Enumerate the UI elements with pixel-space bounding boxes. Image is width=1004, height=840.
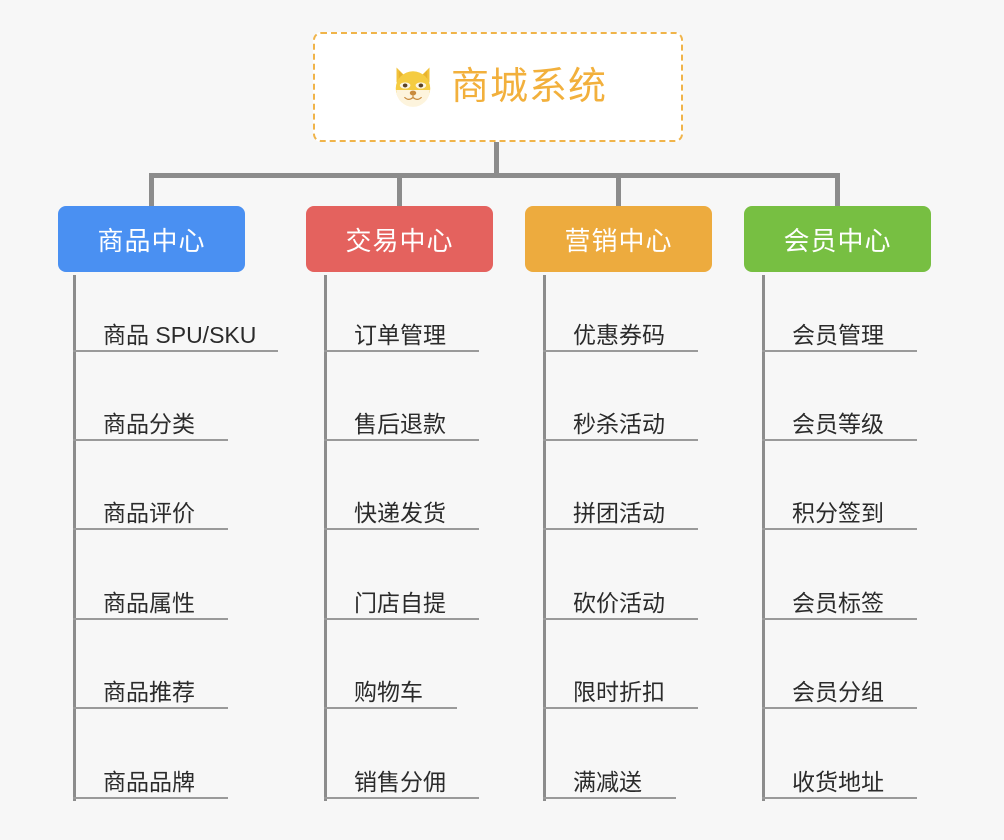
category-header-1-label: 商品中心 [97, 225, 206, 256]
leaf-item-2-6[interactable]: 销售分佣 [324, 755, 479, 799]
category-header-1[interactable]: 商品中心 [58, 206, 245, 272]
leaf-label-2-3: 快递发货 [354, 499, 446, 526]
leaf-label-4-1: 会员管理 [792, 321, 884, 348]
leaf-item-1-5[interactable]: 商品推荐 [73, 665, 228, 709]
connector-drop-col-4 [835, 173, 840, 208]
leaf-item-1-1[interactable]: 商品 SPU/SKU [73, 308, 278, 352]
leaf-label-4-5: 会员分组 [792, 678, 884, 705]
leaf-label-3-4: 砍价活动 [573, 589, 665, 616]
leaf-label-2-4: 门店自提 [354, 589, 446, 616]
leaf-item-3-5[interactable]: 限时折扣 [543, 665, 698, 709]
category-header-3-label: 营销中心 [564, 225, 673, 256]
column-spine-3 [543, 275, 546, 801]
root-node-shopping-mall-system[interactable]: 商城系统 [313, 32, 683, 142]
leaf-item-1-6[interactable]: 商品品牌 [73, 755, 228, 799]
leaf-item-3-2[interactable]: 秒杀活动 [543, 397, 698, 441]
leaf-label-2-5: 购物车 [354, 678, 423, 705]
connector-drop-col-1 [149, 173, 154, 208]
leaf-label-2-2: 售后退款 [354, 410, 446, 437]
leaf-label-4-2: 会员等级 [792, 410, 884, 437]
category-header-3[interactable]: 营销中心 [525, 206, 712, 272]
leaf-label-1-3: 商品评价 [103, 499, 195, 526]
leaf-label-3-6: 满减送 [573, 768, 642, 795]
leaf-label-1-4: 商品属性 [103, 589, 195, 616]
leaf-item-2-4[interactable]: 门店自提 [324, 576, 479, 620]
leaf-item-4-4[interactable]: 会员标签 [762, 576, 917, 620]
category-header-2-label: 交易中心 [345, 225, 454, 256]
root-node-title: 商城系统 [450, 66, 607, 108]
leaf-item-1-2[interactable]: 商品分类 [73, 397, 228, 441]
category-header-4[interactable]: 会员中心 [744, 206, 931, 272]
leaf-label-1-6: 商品品牌 [103, 768, 195, 795]
shiba-dog-face-icon [395, 67, 431, 107]
leaf-item-1-4[interactable]: 商品属性 [73, 576, 228, 620]
leaf-item-4-3[interactable]: 积分签到 [762, 486, 917, 530]
leaf-item-4-2[interactable]: 会员等级 [762, 397, 917, 441]
leaf-label-2-6: 销售分佣 [354, 768, 446, 795]
leaf-label-3-3: 拼团活动 [573, 499, 665, 526]
column-spine-2 [324, 275, 327, 801]
leaf-item-3-4[interactable]: 砍价活动 [543, 576, 698, 620]
category-header-2[interactable]: 交易中心 [306, 206, 493, 272]
column-spine-4 [762, 275, 765, 801]
leaf-label-4-6: 收货地址 [792, 768, 884, 795]
leaf-label-1-2: 商品分类 [103, 410, 195, 437]
connector-root-trunk [494, 142, 499, 178]
leaf-item-2-2[interactable]: 售后退款 [324, 397, 479, 441]
leaf-item-4-1[interactable]: 会员管理 [762, 308, 917, 352]
leaf-item-4-6[interactable]: 收货地址 [762, 755, 917, 799]
leaf-item-3-1[interactable]: 优惠券码 [543, 308, 698, 352]
leaf-item-4-5[interactable]: 会员分组 [762, 665, 917, 709]
leaf-item-2-3[interactable]: 快递发货 [324, 486, 479, 530]
connector-drop-col-2 [397, 173, 402, 208]
category-header-4-label: 会员中心 [783, 225, 892, 256]
leaf-label-3-2: 秒杀活动 [573, 410, 665, 437]
leaf-label-4-4: 会员标签 [792, 589, 884, 616]
leaf-item-3-3[interactable]: 拼团活动 [543, 486, 698, 530]
leaf-label-4-3: 积分签到 [792, 499, 884, 526]
leaf-label-1-1: 商品 SPU/SKU [103, 321, 257, 348]
leaf-item-2-1[interactable]: 订单管理 [324, 308, 479, 352]
connector-drop-col-3 [616, 173, 621, 208]
leaf-item-3-6[interactable]: 满减送 [543, 755, 676, 799]
leaf-label-2-1: 订单管理 [354, 321, 446, 348]
leaf-item-1-3[interactable]: 商品评价 [73, 486, 228, 530]
column-spine-1 [73, 275, 76, 801]
leaf-label-3-5: 限时折扣 [573, 678, 665, 705]
leaf-label-1-5: 商品推荐 [103, 678, 195, 705]
connector-branch-bar [149, 173, 837, 178]
leaf-item-2-5[interactable]: 购物车 [324, 665, 457, 709]
leaf-label-3-1: 优惠券码 [573, 321, 665, 348]
